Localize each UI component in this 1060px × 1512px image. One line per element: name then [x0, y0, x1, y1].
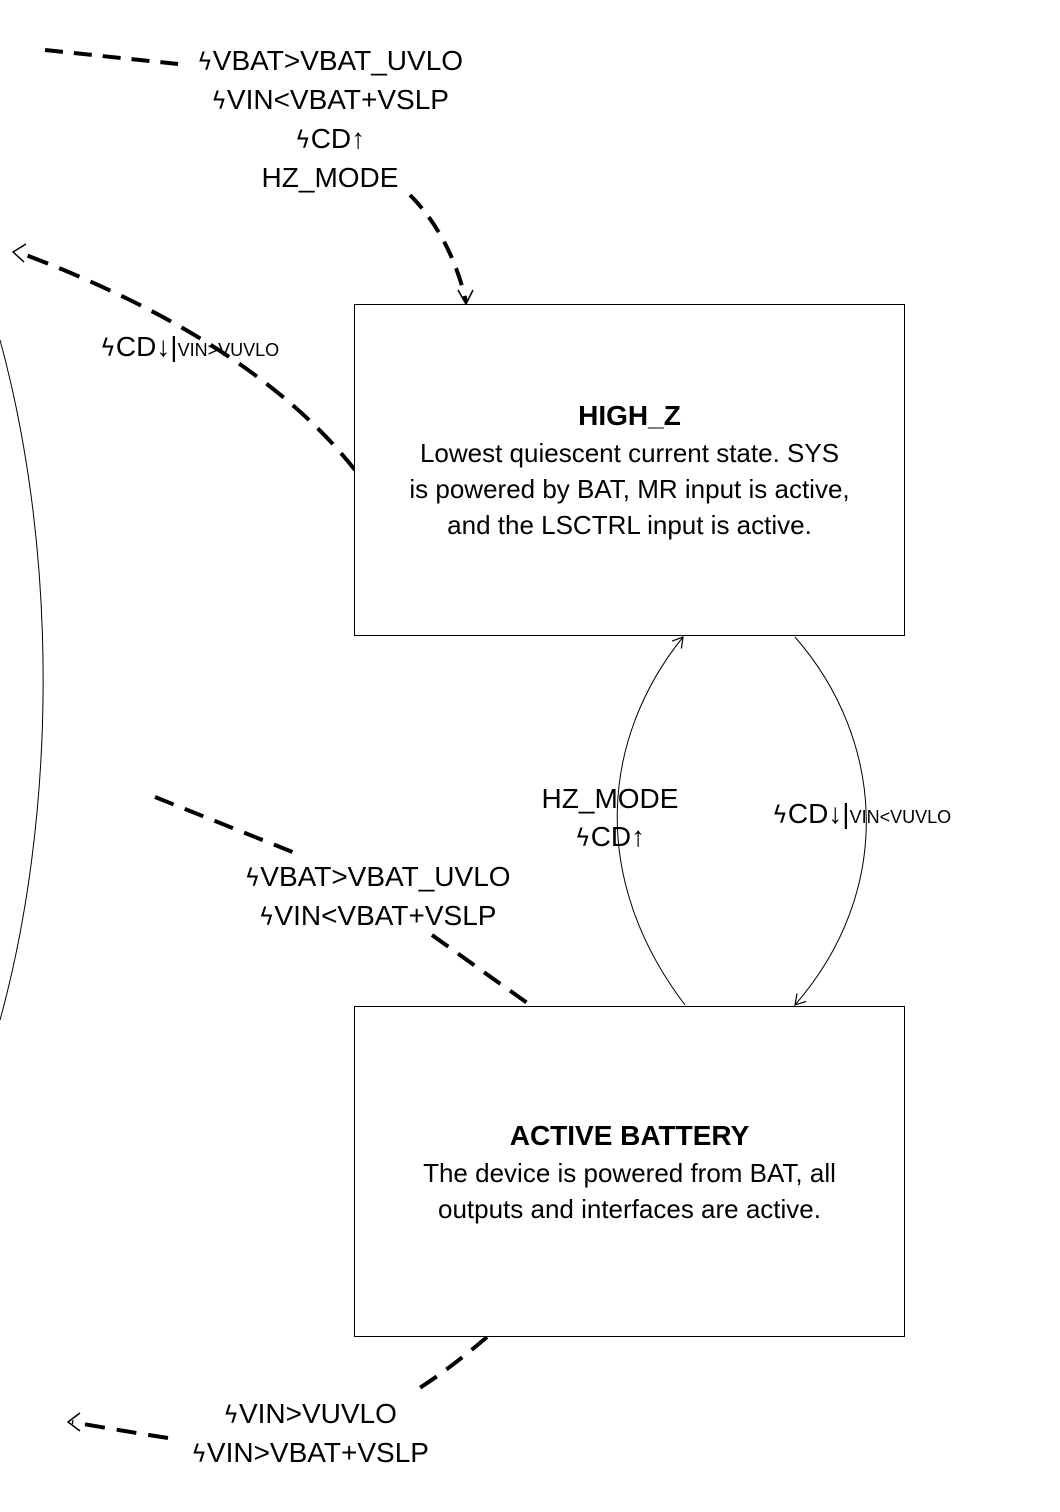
state-high-z-desc-line: Lowest quiescent current state. SYS	[419, 438, 840, 468]
arrowhead-out-high-z-left	[11, 243, 27, 263]
transition-label-out-active-bottom: ϟVIN>VUVLO ϟVIN>VBAT+VSLP	[160, 1395, 460, 1473]
state-active-battery-desc-line: outputs and interfaces are active.	[437, 1193, 821, 1224]
condition-text: CD↑	[310, 123, 366, 154]
dashed-arrow-out-high-z-left	[17, 250, 357, 472]
condition-text: CD↓|	[115, 331, 178, 362]
state-active-battery-desc-line: The device is powered from BAT, all	[423, 1157, 836, 1188]
state-high-z-desc-line: is powered by BAT, MR input is active,	[409, 474, 850, 504]
transition-label-out-high-z-left: ϟCD↓|VIN>VUVLO	[100, 328, 279, 369]
lightning-bolt-icon: ϟ	[211, 87, 227, 115]
dashed-arrow-into-active-end	[430, 933, 532, 1007]
condition-subscript: VIN>VUVLO	[177, 340, 280, 360]
lightning-bolt-icon: ϟ	[294, 126, 311, 154]
state-active-battery-title: ACTIVE BATTERY	[509, 1119, 750, 1151]
transition-label-into-active: ϟVBAT>VBAT_UVLO ϟVIN<VBAT+VSLP	[210, 858, 545, 936]
condition-text: VBAT>VBAT_UVLO	[212, 45, 464, 76]
lightning-bolt-icon: ϟ	[574, 824, 591, 852]
lightning-bolt-icon: ϟ	[100, 334, 116, 362]
dashed-arrow-into-high-z-top-end	[408, 193, 468, 303]
dashed-arrow-out-active-bottom-start	[410, 1335, 489, 1395]
lightning-bolt-icon: ϟ	[191, 1440, 207, 1468]
condition-text: VIN>VBAT+VSLP	[206, 1437, 429, 1468]
condition-text: VIN>VUVLO	[238, 1398, 397, 1429]
state-high-z: HIGH_Z Lowest quiescent current state. S…	[354, 304, 905, 636]
condition-text: HZ_MODE	[541, 783, 679, 814]
dashed-arrow-into-active-start	[154, 795, 301, 857]
condition-text: CD↑	[590, 821, 646, 852]
lightning-bolt-icon: ϟ	[244, 864, 261, 892]
lightning-bolt-icon: ϟ	[772, 801, 788, 829]
arrow-active-to-high-z	[616, 636, 686, 1006]
state-active-battery-description: The device is powered from BAT, all outp…	[355, 1155, 904, 1227]
state-high-z-description: Lowest quiescent current state. SYS is p…	[355, 435, 904, 543]
arrowhead-out-active-bottom	[66, 1412, 81, 1432]
left-transition-arc	[0, 339, 44, 1021]
dashed-arrow-into-high-z-top-start	[44, 48, 179, 66]
lightning-bolt-icon: ϟ	[258, 903, 275, 931]
state-active-battery: ACTIVE BATTERY The device is powered fro…	[354, 1006, 905, 1337]
transition-label-into-high-z: ϟVBAT>VBAT_UVLO ϟVIN<VBAT+VSLP ϟCD↑ HZ_M…	[160, 42, 500, 197]
condition-text: VIN<VBAT+VSLP	[274, 900, 497, 931]
condition-subscript: VIN<VUVLO	[849, 807, 952, 827]
lightning-bolt-icon: ϟ	[196, 48, 213, 76]
arrow-high-z-to-active	[794, 636, 867, 1006]
condition-text: VBAT>VBAT_UVLO	[260, 861, 511, 892]
condition-text: HZ_MODE	[261, 162, 399, 193]
lightning-bolt-icon: ϟ	[223, 1401, 239, 1429]
dashed-arrow-out-active-bottom-end	[71, 1420, 169, 1440]
state-high-z-title: HIGH_Z	[578, 400, 681, 431]
transition-label-high-z-to-active: ϟCD↓|VIN<VUVLO	[772, 795, 951, 836]
condition-text: VIN<VBAT+VSLP	[226, 84, 449, 115]
transition-label-active-to-high-z: HZ_MODE ϟCD↑	[520, 780, 700, 857]
state-high-z-desc-line: and the LSCTRL input is active.	[447, 510, 812, 540]
condition-text: CD↓|	[787, 798, 850, 829]
